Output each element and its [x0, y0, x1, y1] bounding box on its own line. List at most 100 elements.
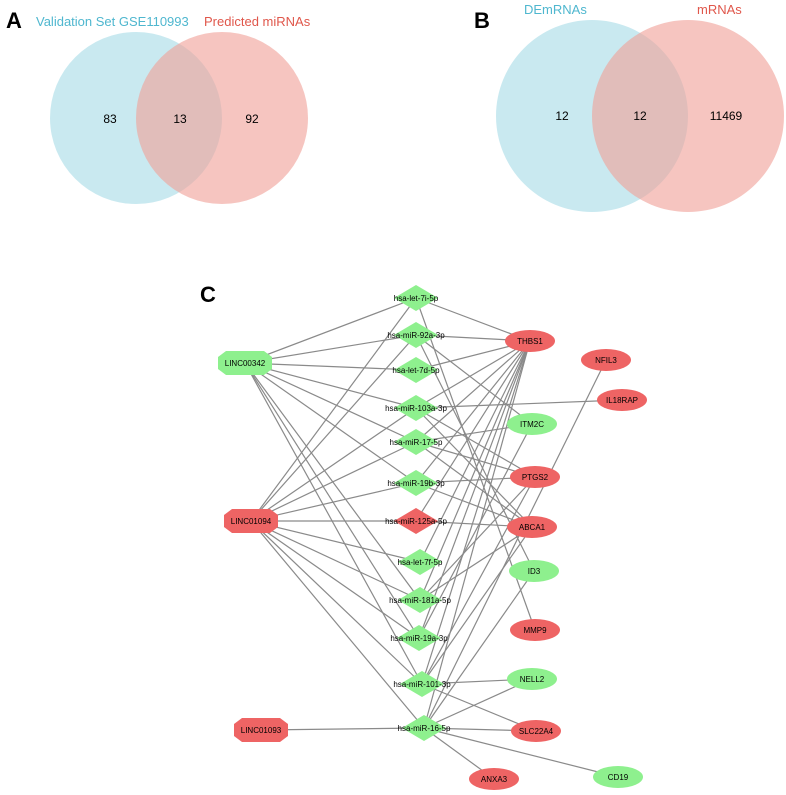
- edge-THBS1-let7i: [415, 297, 531, 342]
- node-m17: hsa-miR-17-5p: [390, 429, 443, 455]
- edge-LINC00342-m92a: [244, 334, 417, 364]
- node-MMP9: MMP9: [510, 619, 560, 641]
- node-label-NELL2: NELL2: [520, 675, 545, 684]
- node-label-LINC01094: LINC01094: [231, 517, 272, 526]
- node-label-ITM2C: ITM2C: [520, 420, 544, 429]
- node-LINC01093: LINC01093: [234, 718, 288, 742]
- node-m19a: hsa-miR-19a-3p: [390, 625, 448, 651]
- node-PTGS2: PTGS2: [510, 466, 560, 488]
- edge-NELL2-m16: [423, 678, 533, 729]
- node-m19b: hsa-miR-19b-3p: [387, 470, 445, 496]
- node-label-m101: hsa-miR-101-3p: [393, 680, 451, 689]
- edge-THBS1-let7f: [419, 340, 531, 563]
- node-shape-LINC01093: [234, 718, 288, 742]
- venn-b-overlap-count: 12: [633, 109, 647, 123]
- edge-THBS1-m125a: [415, 340, 531, 522]
- node-shape-PTGS2: [510, 466, 560, 488]
- node-label-LINC00342: LINC00342: [225, 359, 266, 368]
- venn-b-right-circle: [592, 20, 784, 212]
- edge-LINC01094-m181a: [250, 520, 421, 601]
- node-label-m103a: hsa-miR-103a-3p: [385, 404, 447, 413]
- node-CD19: CD19: [593, 766, 643, 788]
- venn-a-right-count: 92: [245, 112, 259, 126]
- edge-PTGS2-m181a: [419, 476, 536, 601]
- node-shape-let7f: [398, 549, 442, 575]
- node-label-let7f: hsa-let-7f-5p: [398, 558, 443, 567]
- node-label-m19b: hsa-miR-19b-3p: [387, 479, 445, 488]
- edge-LINC01094-m101: [250, 520, 423, 685]
- panel-b-letter: B: [474, 8, 490, 33]
- node-label-CD19: CD19: [608, 773, 629, 782]
- node-m181a: hsa-miR-181a-5p: [389, 587, 451, 613]
- node-let7d: hsa-let-7d-5p: [392, 357, 440, 383]
- edge-THBS1-m181a: [419, 340, 531, 601]
- node-ITM2C: ITM2C: [507, 413, 557, 435]
- node-let7f: hsa-let-7f-5p: [398, 549, 443, 575]
- edge-LINC00342-m19a: [244, 362, 420, 639]
- edge-LINC00342-m103a: [244, 362, 417, 409]
- node-shape-ANXA3: [469, 768, 519, 790]
- node-let7i: hsa-let-7i-5p: [394, 285, 439, 311]
- panel-a-letter: A: [6, 8, 22, 33]
- node-THBS1: THBS1: [505, 330, 555, 352]
- panel-c-letter: C: [200, 282, 216, 307]
- node-m103a: hsa-miR-103a-3p: [385, 395, 447, 421]
- node-LINC00342: LINC00342: [218, 351, 272, 375]
- edge-NFIL3-m16: [423, 359, 607, 729]
- edge-LINC01094-let7f: [250, 520, 421, 563]
- edge-THBS1-m103a: [415, 340, 531, 409]
- node-shape-LINC00342: [218, 351, 272, 375]
- node-shape-m125a: [394, 508, 438, 534]
- node-m101: hsa-miR-101-3p: [393, 671, 451, 697]
- node-label-MMP9: MMP9: [523, 626, 547, 635]
- venn-b-right-count: 11469: [710, 109, 743, 123]
- venn-a-right-title: Predicted miRNAs: [204, 14, 311, 29]
- edge-LINC01093-m16: [260, 727, 425, 731]
- venn-a: Validation Set GSE110993 Predicted miRNA…: [36, 14, 311, 204]
- node-shape-let7i: [394, 285, 438, 311]
- venn-a-overlap-count: 13: [173, 112, 187, 126]
- edge-THBS1-m101: [421, 340, 531, 685]
- node-label-ANXA3: ANXA3: [481, 775, 508, 784]
- venn-a-left-title: Validation Set GSE110993: [36, 14, 189, 29]
- node-shape-m19a: [397, 625, 441, 651]
- node-m16: hsa-miR-16-5p: [398, 715, 451, 741]
- edge-IL18RAP-m103a: [415, 399, 623, 409]
- edge-ABCA1-m181a: [419, 526, 533, 601]
- node-shape-m92a: [394, 322, 438, 348]
- node-IL18RAP: IL18RAP: [597, 389, 647, 411]
- node-m125a: hsa-miR-125a-5p: [385, 508, 447, 534]
- edge-LINC01094-m19b: [250, 482, 417, 522]
- node-shape-ABCA1: [507, 516, 557, 538]
- node-ID3: ID3: [509, 560, 559, 582]
- venn-b: DEmRNAs mRNAs 12 12 11469: [496, 2, 784, 212]
- edge-LINC00342-m17: [244, 362, 417, 443]
- node-shape-NFIL3: [581, 349, 631, 371]
- edge-THBS1-m19b: [415, 340, 531, 484]
- node-NELL2: NELL2: [507, 668, 557, 690]
- node-ABCA1: ABCA1: [507, 516, 557, 538]
- node-shape-let7d: [394, 357, 438, 383]
- node-label-m16: hsa-miR-16-5p: [398, 724, 451, 733]
- edge-LINC01094-m92a: [250, 334, 417, 522]
- node-shape-m16: [402, 715, 446, 741]
- node-label-m92a: hsa-miR-92a-3p: [387, 331, 445, 340]
- edge-ID3-m16: [423, 570, 535, 729]
- node-shape-m19b: [394, 470, 438, 496]
- edge-ITM2C-m92a: [415, 334, 533, 425]
- node-label-NFIL3: NFIL3: [595, 356, 617, 365]
- edge-LINC00342-m19b: [244, 362, 417, 484]
- edge-THBS1-m17: [415, 340, 531, 443]
- edge-ABCA1-m17: [415, 441, 533, 528]
- edge-CD19-m16: [423, 727, 619, 778]
- node-shape-m101: [400, 671, 444, 697]
- node-shape-CD19: [593, 766, 643, 788]
- node-label-m125a: hsa-miR-125a-5p: [385, 517, 447, 526]
- edge-LINC00342-let7d: [244, 362, 417, 371]
- node-m92a: hsa-miR-92a-3p: [387, 322, 445, 348]
- edge-LINC00342-let7i: [244, 297, 417, 364]
- node-shape-IL18RAP: [597, 389, 647, 411]
- node-ANXA3: ANXA3: [469, 768, 519, 790]
